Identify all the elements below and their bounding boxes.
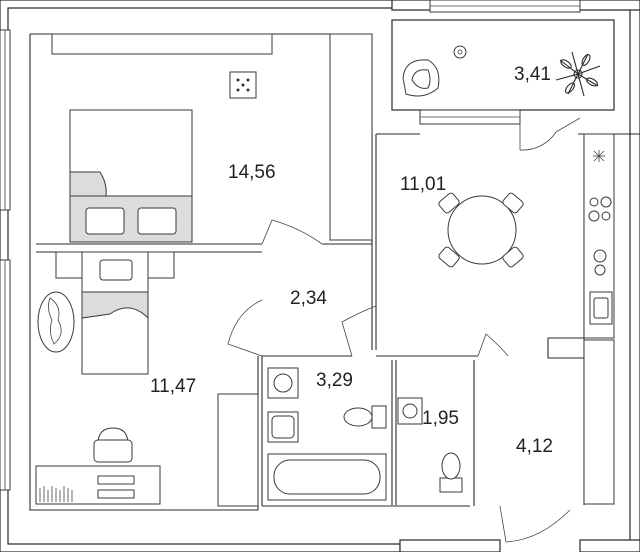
area-hallway: 2,34 [290,288,327,309]
hallway-doors [227,219,509,357]
armchair-icon [402,59,440,97]
area-bathroom: 3,29 [316,370,353,391]
left-windows [0,29,11,491]
area-entrance-hall: 4,12 [516,436,553,457]
area-labels: 14,56 11,01 3,41 2,34 3,29 11,47 1,95 4,… [150,64,553,457]
rug-icon [37,291,75,353]
washing-machine-icon [267,367,299,399]
bathtub-icon [267,453,387,501]
area-bedroom: 14,56 [228,162,276,183]
desk-chair-icon [93,427,133,463]
washbasin-icon [267,411,299,443]
second-toilet-icon [439,452,463,493]
toilet-icon [343,405,387,429]
wardrobe-icon [329,33,373,241]
dining-table-icon [438,192,524,268]
entrance-wardrobe-icon [583,339,615,505]
area-kitchen: 11,01 [400,174,446,195]
balcony-round-table [453,45,467,59]
second-wardrobe-icon [217,393,259,507]
area-toilet: 1,95 [422,408,459,429]
stove-icon [588,196,612,222]
area-balcony: 3,41 [514,64,551,85]
bedroom-ceiling-lamp [229,71,257,99]
bed-icon [51,33,273,243]
second-washbasin-icon [397,397,423,425]
single-bed-icon [55,251,175,375]
desk-icon [35,465,161,505]
sink-icon [589,249,613,325]
plant-icon [555,51,601,97]
area-second-room: 11,47 [150,376,196,397]
entrance-door [499,505,571,543]
fridge-icon [593,150,605,162]
